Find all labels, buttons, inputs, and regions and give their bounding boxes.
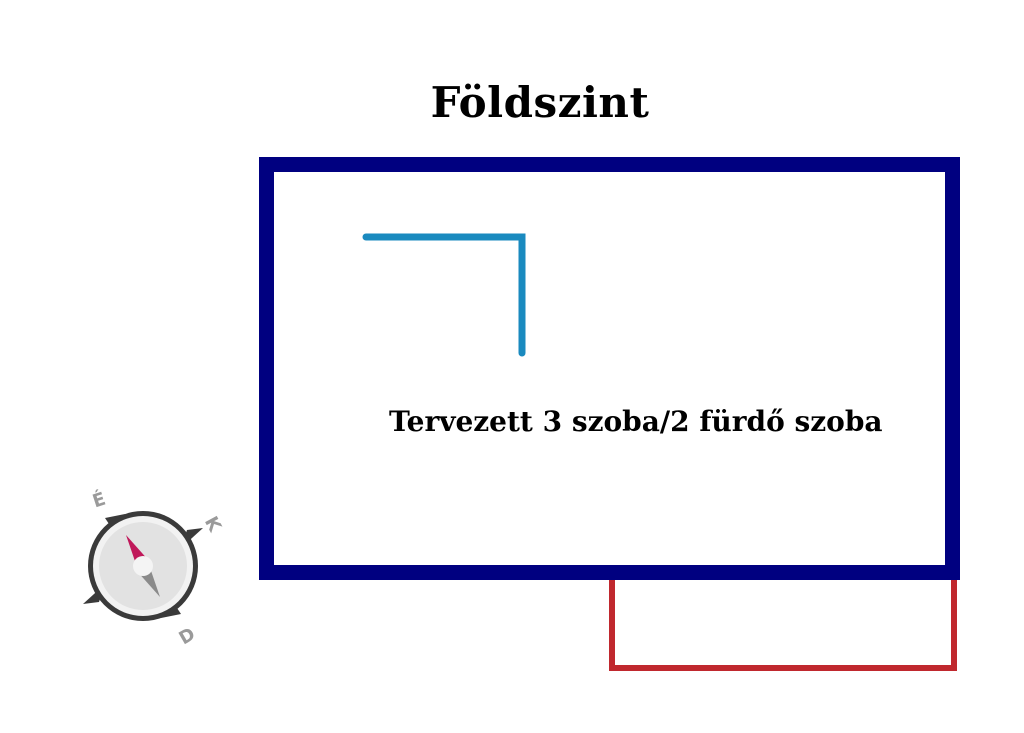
annex-outline: [609, 580, 957, 671]
compass-letter-south: D: [176, 624, 199, 650]
floor-title: Földszint: [430, 78, 650, 127]
main-floor-outline: [259, 157, 960, 580]
room-label: Tervezett 3 szoba/2 fürdő szoba: [389, 405, 883, 438]
compass-letter-east: K: [200, 513, 226, 536]
compass-pivot: [133, 556, 153, 576]
interior-wall: [362, 233, 526, 357]
compass: É K D: [83, 488, 226, 650]
compass-letter-north: É: [90, 488, 108, 513]
